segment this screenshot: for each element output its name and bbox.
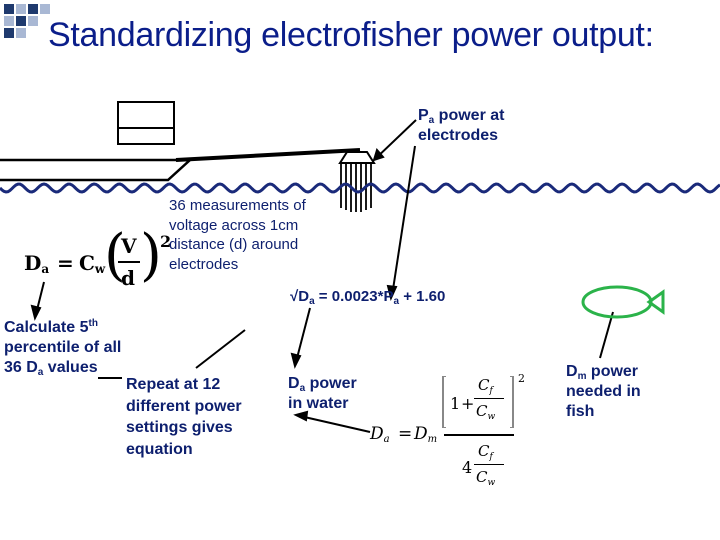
electrode-array-icon (338, 151, 376, 212)
water-surface (0, 182, 720, 194)
repeat-arrow (195, 329, 246, 369)
regression-to-da-arrow (295, 307, 311, 363)
fish-arrow (599, 311, 614, 359)
da-dm-formula: Da = Dm 1 + Cf Cw 2 4 Cf Cw (370, 372, 525, 488)
da-power-label: Da power in water (288, 375, 357, 412)
measurement-arrow (391, 145, 416, 297)
da-cw-formula: Da = Cw ( V d ) 2 (24, 223, 172, 291)
fish-icon (581, 285, 665, 319)
corner-decoration (0, 0, 60, 50)
dapower-to-formula-arrow (299, 415, 371, 433)
calculate-percentile-text: Calculate 5th percentile of all 36 Da va… (4, 318, 122, 378)
boat-icon (0, 101, 194, 182)
regression-equation: √Da = 0.0023*Pa + 1.60 (290, 288, 446, 307)
dm-power-label: Dm power needed in fish (566, 363, 641, 420)
measurement-description: 36 measurements of voltage across 1cm di… (169, 197, 306, 273)
electrode-boom (175, 148, 361, 162)
slide-title: Standardizing electrofisher power output… (48, 16, 654, 54)
repeat-text: Repeat at 12 different power settings gi… (126, 376, 242, 458)
pa-power-label: Pa power at electrodes (418, 107, 505, 144)
arrows (30, 119, 614, 433)
